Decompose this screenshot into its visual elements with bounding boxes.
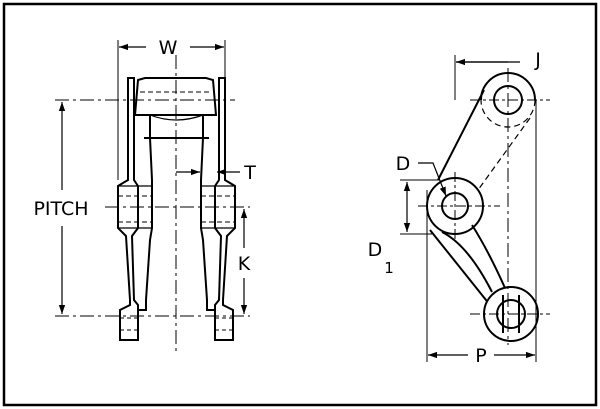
dimension-j: J	[456, 49, 541, 71]
dimension-p: P	[428, 345, 535, 367]
label-d1: D	[368, 239, 383, 261]
dimension-t: T	[176, 162, 256, 184]
front-view	[55, 40, 250, 352]
dimension-d: D	[396, 153, 447, 197]
dimension-k: K	[238, 209, 251, 314]
label-w: W	[159, 37, 178, 59]
dimension-d1: D 1	[368, 182, 411, 277]
dimension-pitch: PITCH	[33, 102, 89, 314]
side-view	[400, 55, 550, 362]
label-k: K	[238, 253, 251, 275]
label-d1-subscript: 1	[384, 259, 394, 277]
label-j: J	[534, 49, 541, 71]
label-d: D	[396, 153, 411, 175]
label-pitch: PITCH	[33, 198, 88, 220]
label-t: T	[243, 162, 256, 184]
label-p: P	[475, 345, 486, 367]
dimension-w: W	[119, 37, 224, 59]
